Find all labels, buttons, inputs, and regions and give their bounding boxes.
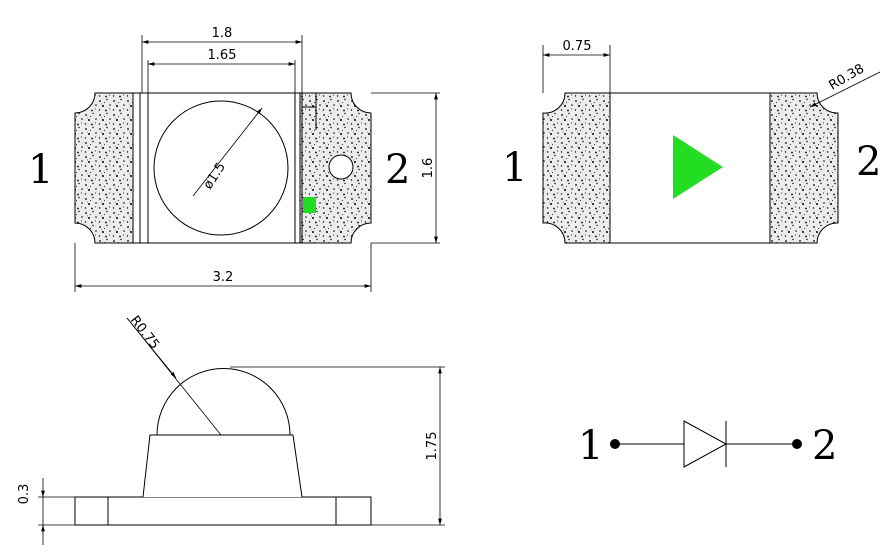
pin-2-label-schematic: 2	[812, 423, 837, 469]
base-plate	[74, 496, 372, 526]
dim-base-thickness: 0.3	[17, 484, 32, 505]
dome	[156, 368, 291, 436]
polarity-triangle	[673, 135, 723, 199]
pin-2-label-bottom: 2	[856, 139, 881, 185]
bottom-left-pad	[542, 92, 611, 244]
dim-height: 1.6	[421, 158, 436, 179]
side-view: R0.75 1.75 0.3	[17, 313, 445, 545]
bottom-right-pad	[769, 92, 839, 244]
dim-width-outer: 1.8	[212, 26, 233, 41]
left-pad	[74, 92, 134, 244]
pin-1-label-top: 1	[28, 147, 53, 193]
polarity-hole	[328, 154, 354, 180]
bottom-view: 0.75 R0.38 1 2	[502, 39, 881, 244]
diode-schematic: 1 2	[578, 420, 837, 469]
dim-pad-width: 0.75	[563, 39, 592, 54]
dim-length: 3.2	[213, 270, 234, 285]
diode-triangle-icon	[683, 420, 728, 468]
dim-dome-radius: R0.75	[127, 313, 162, 352]
pin-1-label-schematic: 1	[578, 423, 603, 469]
cathode-marker	[303, 197, 316, 213]
pin-2-label-top: 2	[385, 147, 410, 193]
top-view: ø1.5 1.8 1.65 3.2 1.6 1 2	[28, 26, 440, 292]
dim-total-height: 1.75	[425, 432, 440, 461]
dim-width-inner: 1.65	[208, 48, 237, 63]
lens-circle	[153, 100, 289, 236]
body-trapezoid	[142, 434, 303, 498]
pin-1-label-bottom: 1	[502, 145, 527, 191]
